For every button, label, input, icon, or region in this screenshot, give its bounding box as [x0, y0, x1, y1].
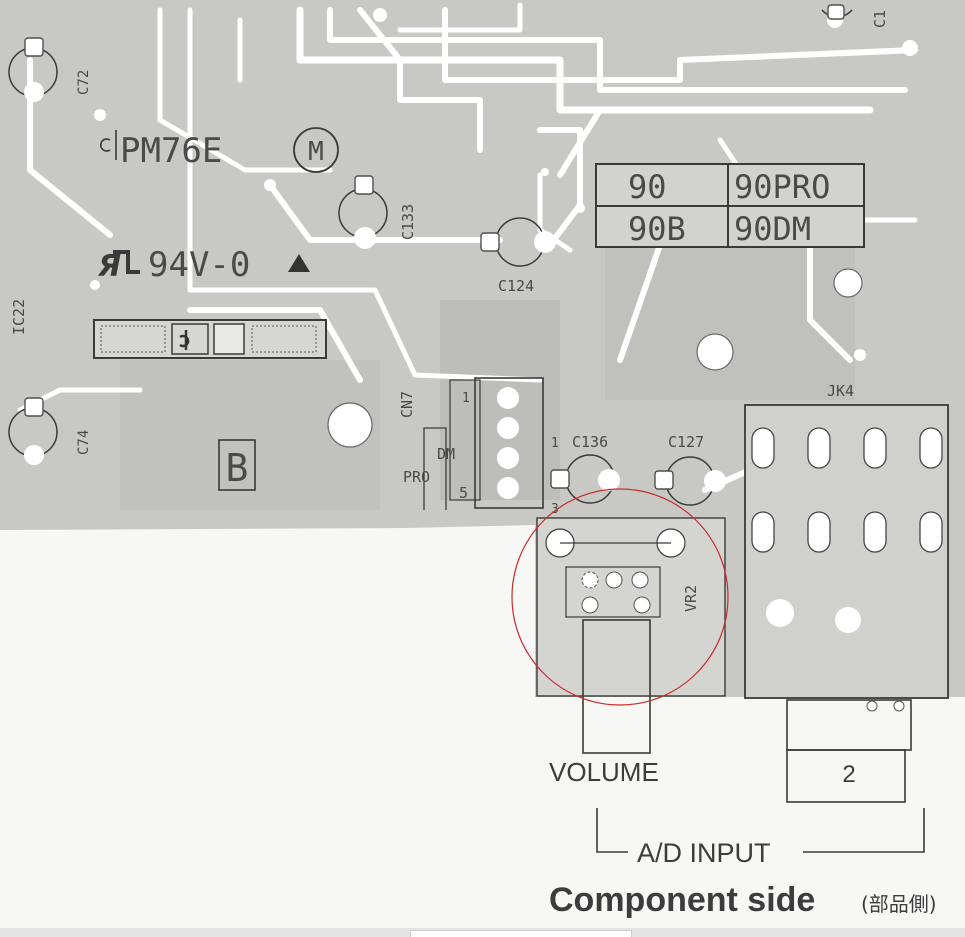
ad-input-label: A/D INPUT [637, 838, 771, 868]
part-number-text: PM76E [120, 131, 222, 171]
ul-rating: Я 94V-0 [97, 245, 310, 285]
model-cell-2: 90PRO [734, 168, 830, 206]
jk4-label: JK4 [827, 382, 854, 400]
ul-rating-text: 94V-0 [148, 245, 250, 285]
capacitor-c127: C127 [654, 433, 726, 506]
marker-circle [511, 488, 729, 706]
board-letter: B [218, 439, 256, 491]
potentiometer-vr2: VR2 [536, 517, 726, 754]
c124-label: C124 [498, 277, 534, 295]
model-cell-3: 90B [628, 210, 686, 248]
c74-label: C74 [76, 430, 92, 455]
pcb-traces [17, 2, 918, 493]
capacitor-c72: C72 [8, 37, 92, 102]
c72-label: C72 [76, 70, 92, 95]
capacitor-c1-partial: C1 [821, 4, 889, 28]
jumper-pro: PRO [403, 468, 430, 486]
vr-pin-3: 3 [551, 502, 559, 517]
jack-jk4: JK4 [744, 382, 949, 803]
model-cell-4: 90DM [734, 210, 811, 248]
bottom-scrollbar-thumb[interactable] [410, 930, 632, 937]
cn7-pin-1: 1 [462, 391, 470, 406]
ic22-label: IC22 [10, 299, 28, 335]
c127-label: C127 [668, 433, 704, 451]
vias [90, 8, 918, 448]
model-table: 90 90PRO 90B 90DM [595, 163, 865, 248]
vr-pin-1: 1 [551, 436, 559, 451]
capacitor-c124: C124 [480, 217, 556, 295]
capacitor-c74: C74 [8, 397, 92, 465]
svg-text:Я: Я [97, 249, 121, 284]
cn7-label: CN7 [398, 391, 416, 418]
part-number: PM76E M [100, 127, 339, 173]
vr2-label: VR2 [682, 585, 700, 612]
board-letter-text: B [226, 446, 249, 490]
capacitor-c136: C136 1 3 [550, 433, 620, 517]
connector-cn7: CN7 1 5 DM PRO [398, 377, 544, 510]
header-strip [93, 319, 327, 359]
ad-input-bracket [596, 808, 925, 853]
component-side-jp: (部品側) [861, 892, 937, 916]
volume-label: VOLUME [549, 757, 659, 787]
c133-label: C133 [399, 204, 417, 240]
capacitor-c133: C133 [338, 175, 417, 249]
model-cell-1: 90 [628, 168, 667, 206]
component-side-title: Component side [549, 881, 815, 919]
jumper-dm: DM [437, 445, 455, 463]
cn7-pin-5: 5 [459, 484, 468, 502]
motor-mark: M [308, 137, 324, 167]
jack-number-label: 2 [842, 761, 855, 788]
c1-label: C1 [871, 10, 889, 28]
c136-label: C136 [572, 433, 608, 451]
